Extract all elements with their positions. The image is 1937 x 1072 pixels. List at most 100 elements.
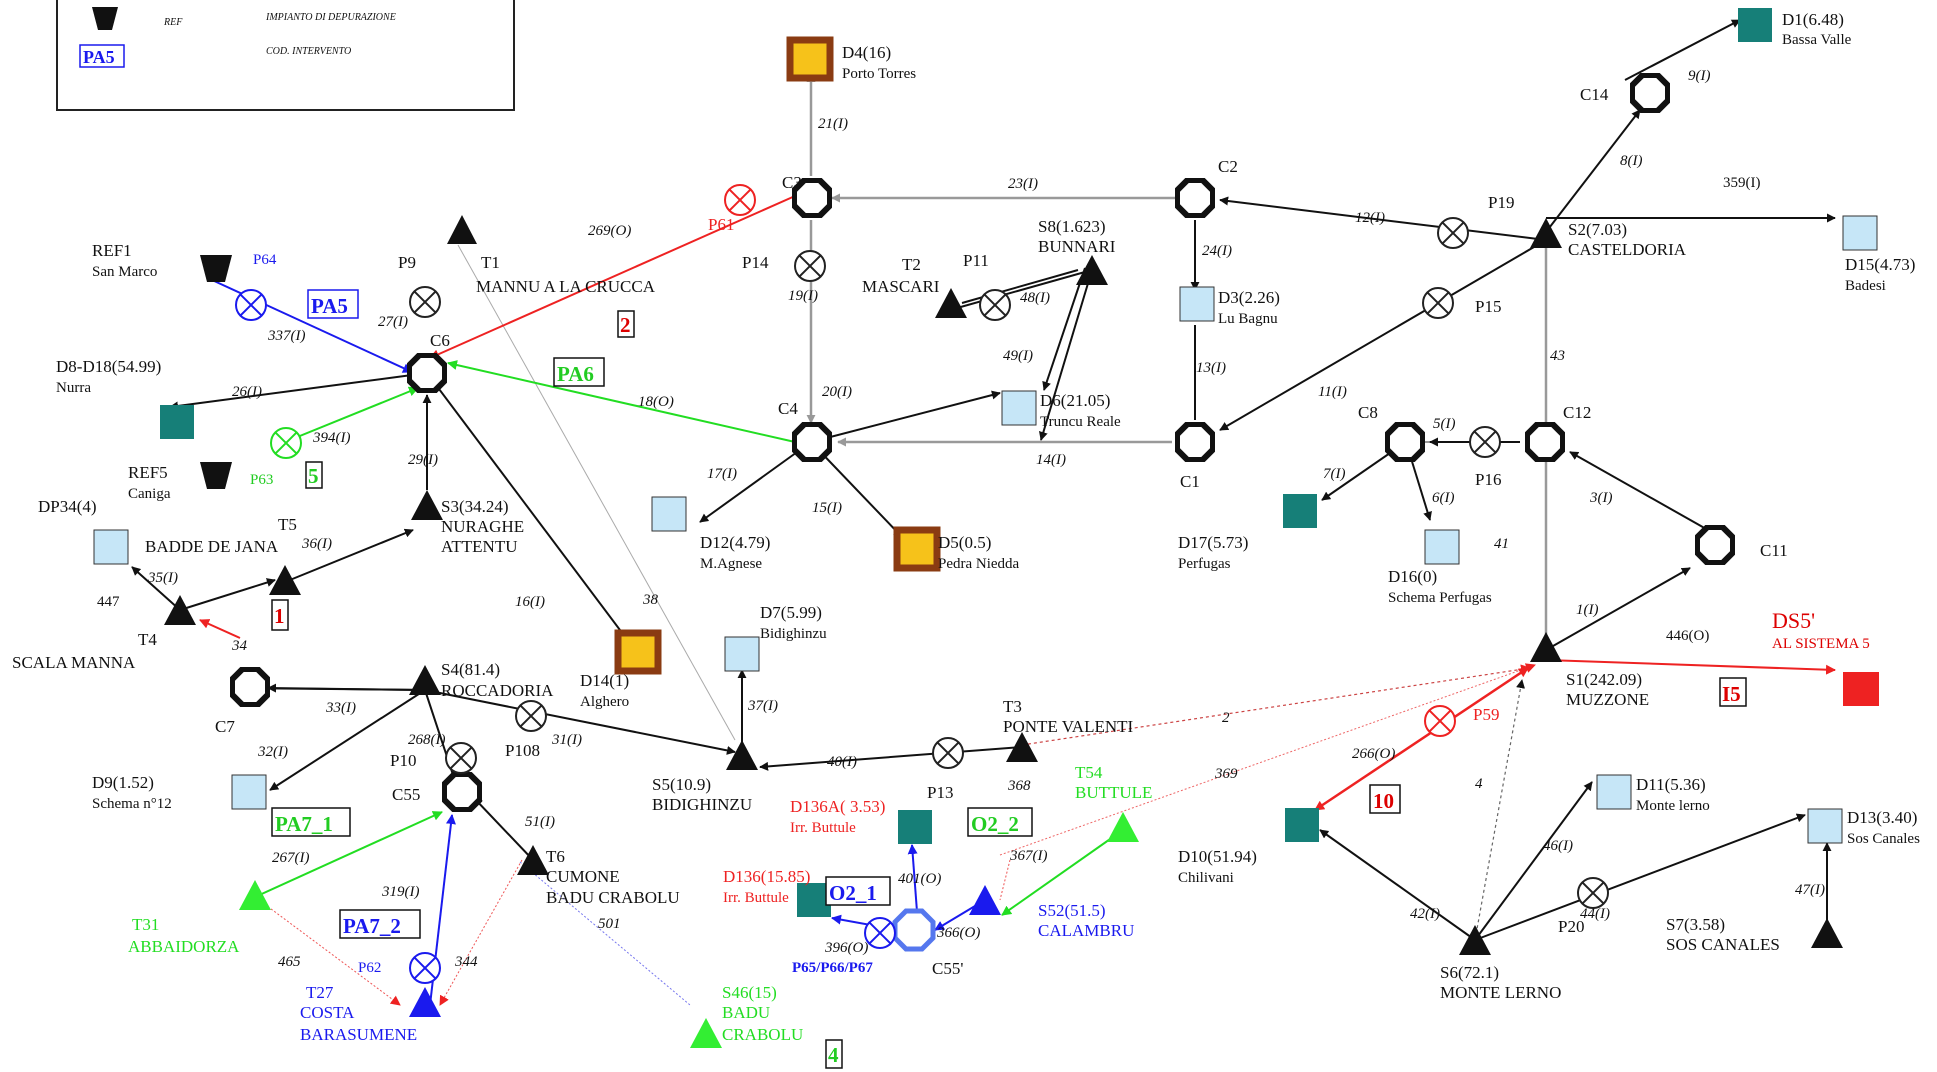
node-label: S6(72.1) bbox=[1440, 963, 1499, 982]
edge-label: 40(I) bbox=[827, 754, 857, 770]
valve-icon bbox=[932, 737, 964, 769]
square-node-icon bbox=[724, 636, 760, 672]
square-node-icon bbox=[786, 36, 834, 82]
node-label: C55' bbox=[932, 959, 963, 978]
edge-label: 48(I) bbox=[1020, 290, 1050, 306]
intervention-codes: PA5 PA6 2 5 1 I5 10 PA7_1 O2_2 O2_1 PA7_… bbox=[271, 289, 1747, 1069]
triangle-node-icon bbox=[411, 490, 443, 520]
node-name: Bassa Valle bbox=[1782, 32, 1852, 48]
edge-label: 359(I) bbox=[1723, 175, 1761, 191]
octagon-node-icon bbox=[1177, 424, 1213, 460]
node-label: D5(0.5) bbox=[938, 533, 991, 552]
triangle-node-icon bbox=[409, 987, 441, 1017]
square-node-icon bbox=[1738, 8, 1772, 42]
node-name: BADU bbox=[722, 1003, 770, 1022]
node-label: P11 bbox=[963, 251, 989, 270]
edge-label: 23(I) bbox=[1008, 176, 1038, 192]
node-name: CALAMBRU bbox=[1038, 921, 1134, 940]
node-name: Nurra bbox=[56, 380, 91, 396]
edge-label: 6(I) bbox=[1432, 490, 1455, 506]
node-name: Perfugas bbox=[1178, 556, 1231, 572]
edge-label: 13(I) bbox=[1196, 360, 1226, 376]
node-label: T54 bbox=[1075, 763, 1103, 782]
node-label: D16(0) bbox=[1388, 567, 1437, 586]
edge-label: 367(I) bbox=[1009, 848, 1048, 864]
node-label: P15 bbox=[1475, 297, 1501, 316]
node-name: AL SISTEMA 5 bbox=[1772, 636, 1870, 652]
node-label: P59 bbox=[1473, 705, 1499, 724]
octagon-node-icon bbox=[794, 424, 830, 460]
node-label: D11(5.36) bbox=[1636, 775, 1706, 794]
edge-label: 36(I) bbox=[301, 536, 332, 552]
node-name: CASTELDORIA bbox=[1568, 240, 1687, 259]
code-o2-2: O2_2 bbox=[971, 812, 1019, 836]
edge-label: 41 bbox=[1494, 536, 1509, 552]
node-label: S5(10.9) bbox=[652, 775, 711, 794]
code-5: 5 bbox=[308, 464, 319, 488]
square-node-icon bbox=[1842, 215, 1878, 251]
node-label: T6 bbox=[546, 847, 565, 866]
square-node-icon bbox=[1179, 286, 1215, 322]
edge-label: 447 bbox=[97, 594, 120, 610]
node-name: Badesi bbox=[1845, 278, 1886, 294]
node-name: BUTTULE bbox=[1075, 783, 1152, 802]
triangle-node-icon bbox=[409, 665, 441, 695]
plant-trapezoid-icon bbox=[200, 462, 232, 489]
node-label: T5 bbox=[278, 515, 297, 534]
triangle-node-icon bbox=[969, 885, 1001, 915]
node-label: T1 bbox=[481, 253, 500, 272]
code-10: 10 bbox=[1373, 789, 1394, 813]
node-name: Pedra Niedda bbox=[938, 556, 1020, 572]
node-name: BADDE DE JANA bbox=[145, 537, 279, 556]
node-name: BADU CRABOLU bbox=[546, 888, 680, 907]
valve-icon bbox=[515, 700, 547, 732]
edge-label: 44(I) bbox=[1580, 906, 1610, 922]
node-label: P16 bbox=[1475, 470, 1501, 489]
node-name: Irr. Buttule bbox=[790, 820, 856, 836]
node-label: DS5' bbox=[1772, 608, 1815, 633]
square-node-icon bbox=[1596, 774, 1632, 810]
valve-icon bbox=[1424, 705, 1456, 737]
edge-label: 11(I) bbox=[1318, 384, 1347, 400]
node-label: P65/P66/P67 bbox=[792, 960, 873, 976]
edge-label: 29(I) bbox=[408, 452, 438, 468]
node-label: D13(3.40) bbox=[1847, 808, 1917, 827]
triangle-node-icon bbox=[269, 565, 301, 595]
node-label: D4(16) bbox=[842, 43, 891, 62]
node-name: NURAGHE bbox=[441, 517, 524, 536]
node-label: C14 bbox=[1580, 85, 1609, 104]
edge-label: 31(I) bbox=[551, 732, 582, 748]
node-name: PONTE VALENTI bbox=[1003, 717, 1134, 736]
node-label: REF1 bbox=[92, 241, 132, 260]
octagon-node-icon bbox=[1177, 180, 1213, 216]
node-label: C55 bbox=[392, 785, 420, 804]
node-label: D7(5.99) bbox=[760, 603, 822, 622]
triangle-node-icon bbox=[1530, 218, 1562, 248]
square-node-icon bbox=[1843, 672, 1879, 706]
edge-label: 51(I) bbox=[525, 814, 555, 830]
node-name: BARASUMENE bbox=[300, 1025, 417, 1044]
node-label: D10(51.94) bbox=[1178, 847, 1257, 866]
node-label: S4(81.4) bbox=[441, 660, 500, 679]
node-label: C11 bbox=[1760, 541, 1788, 560]
node-name: Irr. Buttule bbox=[723, 890, 789, 906]
edge-label: 501 bbox=[598, 916, 621, 932]
node-label: P19 bbox=[1488, 193, 1514, 212]
edge-label: 42(I) bbox=[1410, 906, 1440, 922]
square-node-icon bbox=[1807, 808, 1843, 844]
triangle-node-icon bbox=[239, 880, 271, 910]
edge-label: 47(I) bbox=[1795, 882, 1825, 898]
node-label: D15(4.73) bbox=[1845, 255, 1915, 274]
edge-label: 366(O) bbox=[936, 925, 980, 941]
octagon-node-icon bbox=[1632, 75, 1668, 111]
square-node-icon bbox=[1424, 529, 1460, 565]
valve-icon bbox=[979, 289, 1011, 321]
triangle-node-icon bbox=[690, 1018, 722, 1048]
node-label: D9(1.52) bbox=[92, 773, 154, 792]
edge-label: 5(I) bbox=[1433, 416, 1456, 432]
edge-label: 24(I) bbox=[1202, 243, 1232, 259]
edge-label: 8(I) bbox=[1620, 153, 1643, 169]
edge-label: 43 bbox=[1550, 348, 1565, 364]
legend-code-desc: COD. INTERVENTO bbox=[266, 46, 351, 57]
octagon-node-icon bbox=[892, 908, 936, 952]
